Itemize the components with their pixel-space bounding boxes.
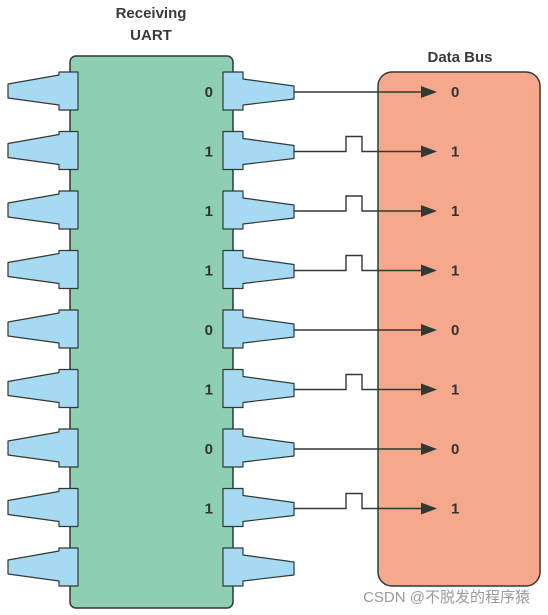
bus-bit-label: 1 — [451, 501, 459, 518]
left-input-pin — [7, 487, 79, 528]
uart-bit-label: 1 — [205, 382, 213, 399]
signal-row — [7, 547, 295, 587]
uart-bit-label: 1 — [205, 144, 213, 161]
data-bus-title: Data Bus — [427, 49, 492, 66]
bus-bit-label: 1 — [451, 144, 459, 161]
uart-bit-label: 1 — [205, 263, 213, 280]
uart-bit-label: 0 — [205, 322, 213, 339]
arrow-head — [421, 443, 437, 455]
arrow-head — [421, 145, 437, 158]
bus-bit-label: 0 — [451, 322, 459, 339]
right-output-pin — [222, 309, 295, 349]
left-input-pin — [7, 71, 79, 111]
arrow-head — [421, 205, 437, 217]
right-output-pin — [222, 487, 295, 528]
uart-title-line2: UART — [130, 27, 172, 44]
right-output-pin — [222, 249, 295, 290]
uart-bit-label: 1 — [205, 203, 213, 220]
arrow-head — [421, 264, 437, 277]
bus-bit-label: 1 — [451, 263, 459, 280]
uart-title-line1: Receiving — [116, 5, 187, 22]
watermark-text: CSDN @不脱发的程序猿 — [363, 589, 530, 606]
signal-line — [294, 254, 424, 272]
bus-bit-label: 1 — [451, 382, 459, 399]
left-input-pin — [7, 309, 79, 349]
bus-bit-label: 1 — [451, 203, 459, 220]
uart-bit-label: 0 — [205, 441, 213, 458]
arrow-head — [421, 383, 437, 396]
left-input-pin — [7, 547, 79, 587]
right-output-pin — [222, 130, 295, 171]
left-input-pin — [7, 428, 79, 468]
signal-line — [294, 135, 424, 153]
left-input-pin — [7, 130, 79, 171]
right-output-pin — [222, 190, 295, 230]
data-bus-box — [377, 71, 541, 587]
uart-bit-label: 0 — [205, 84, 213, 101]
left-input-pin — [7, 190, 79, 230]
right-output-pin — [222, 368, 295, 409]
arrow-head — [421, 324, 437, 336]
uart-bit-label: 1 — [205, 501, 213, 518]
left-input-pin — [7, 368, 79, 409]
right-output-pin — [222, 71, 295, 111]
arrow-head — [421, 502, 437, 515]
arrow-head — [421, 86, 437, 98]
signal-line — [294, 492, 424, 510]
right-output-pin — [222, 428, 295, 468]
signal-line — [294, 373, 424, 391]
right-output-pin — [222, 547, 295, 587]
bus-bit-label: 0 — [451, 84, 459, 101]
left-input-pin — [7, 249, 79, 290]
bus-bit-label: 0 — [451, 441, 459, 458]
signal-line — [294, 195, 424, 212]
